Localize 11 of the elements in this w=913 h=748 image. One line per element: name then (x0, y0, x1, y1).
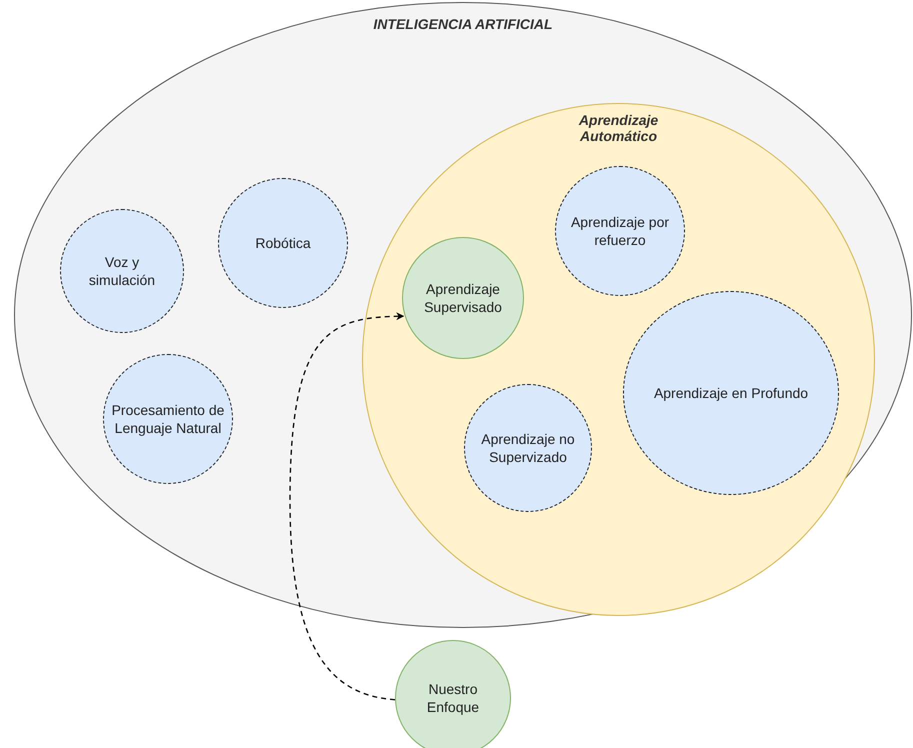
node-label: Aprendizaje Supervisado (423, 280, 503, 316)
node-label: Voz y simulación (88, 252, 156, 290)
node-label: Robótica (255, 234, 311, 252)
node-label: Aprendizaje en Profundo (654, 384, 808, 402)
node-label: Nuestro Enfoque (426, 680, 480, 716)
arrow (289, 312, 404, 700)
region-title: INTELIGENCIA ARTIFICIAL (372, 16, 554, 32)
node-label: Aprendizaje no Supervizado (480, 430, 576, 466)
node-label: Aprendizaje por refuerzo (570, 212, 670, 250)
region-title: Aprendizaje Automático (578, 112, 660, 144)
node-label: Procesamiento de Lenguaje Natural (110, 400, 226, 438)
